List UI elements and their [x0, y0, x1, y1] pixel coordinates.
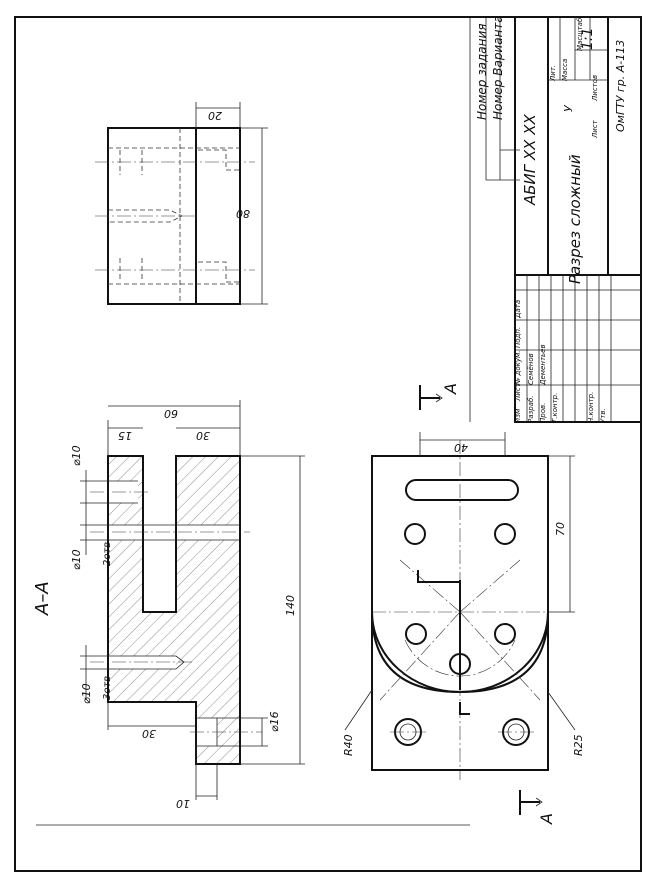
col-list: Лист	[514, 382, 522, 402]
section-mark-bottom: А	[537, 813, 556, 825]
leader-task: Номер задания	[475, 24, 489, 120]
title-org: ОмГТУ гр. А-113	[614, 40, 627, 132]
dim-d10-mid-note: 2отв	[102, 542, 113, 566]
title-name: Разрез сложный	[566, 154, 584, 284]
section-title: А–А	[32, 581, 53, 616]
row-razrab: Разраб.	[527, 395, 535, 423]
title-leaders: Номер задания Номер Варианта	[469, 15, 520, 422]
dim-10: 10	[176, 797, 190, 810]
col-izm: Изм	[514, 408, 522, 423]
prov-name: Дементьев	[539, 344, 547, 386]
scale-value: 1:1	[580, 27, 596, 50]
row-prov: Пров.	[539, 403, 547, 423]
dim-140: 140	[284, 595, 297, 616]
row-nkontr: Н.контр.	[587, 392, 595, 423]
dim-d10-low-note: 3отв	[102, 676, 113, 700]
mass-header: Масса	[561, 59, 569, 81]
lit-header: Лит.	[549, 65, 557, 82]
col-sign: Подп.	[514, 327, 522, 348]
sheet-label: Лист	[591, 119, 599, 139]
section-view	[90, 455, 262, 765]
sheet-frame	[14, 16, 642, 872]
dim-30-top: 30	[196, 429, 210, 442]
dim-d10-top: ⌀10	[70, 445, 83, 466]
dim-20: 20	[208, 109, 222, 122]
sheets-label: Листов	[591, 75, 599, 102]
col-date: Дата	[514, 300, 522, 319]
title-block: АБИГ XX XX Разрез сложный ОмГТУ гр. А-11…	[514, 16, 642, 423]
dim-40: 40	[454, 441, 468, 454]
row-utv: Утв.	[599, 408, 607, 423]
dim-d10-low: ⌀10	[80, 683, 93, 704]
dim-60: 60	[164, 407, 178, 420]
dim-70: 70	[554, 522, 567, 536]
scale-header: Масштаб	[576, 17, 584, 51]
dim-r25: R25	[572, 734, 585, 756]
front-dimensions: 15 60 30 140 30 10 ⌀16 ⌀10 ⌀10 2отв ⌀10 …	[70, 400, 305, 810]
top-view: 20 80	[95, 102, 268, 305]
lit-value: У	[562, 104, 575, 112]
leader-variant: Номер Варианта	[491, 15, 505, 120]
title-code: АБИГ XX XX	[521, 114, 539, 206]
dim-15: 15	[118, 429, 132, 442]
dim-r40: R40	[342, 734, 355, 756]
dim-30-bottom: 30	[142, 727, 156, 740]
col-doc: № докум.	[514, 350, 522, 386]
dim-d16: ⌀16	[268, 711, 281, 732]
section-marks: А А	[419, 383, 556, 825]
dim-80: 80	[236, 207, 250, 220]
row-tkontr: Т.контр.	[551, 393, 559, 423]
razrab-name: Семёнов	[527, 353, 535, 385]
plan-view: 40 70 R40 R25	[342, 432, 585, 780]
section-mark-top: А	[441, 383, 460, 395]
dim-d10-mid: ⌀10	[70, 549, 83, 570]
